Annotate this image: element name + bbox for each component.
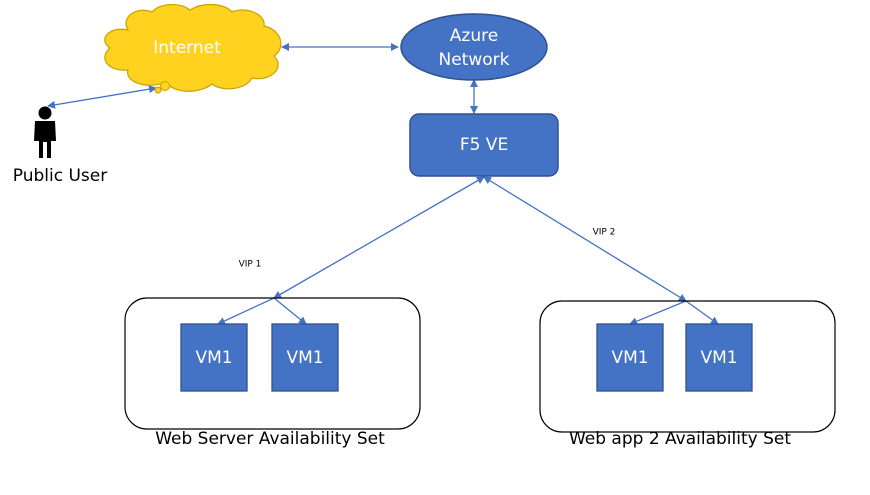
user-icon (34, 106, 56, 158)
internet-label: Internet (153, 38, 221, 58)
vip2-label: VIP 2 (593, 228, 616, 238)
edge-vip1-vm-a2 (273, 297, 307, 325)
vm-a2-label: VM1 (286, 348, 323, 368)
edge-f5-vip2 (483, 176, 687, 302)
azure-network-label-line2: Network (439, 50, 510, 70)
f5-ve-label: F5 VE (460, 135, 508, 155)
web-server-set-label: Web Server Availability Set (155, 429, 385, 449)
vm-b2 (685, 323, 753, 392)
vm-b2-label: VM1 (700, 348, 737, 368)
web-server-availability-set: VM1 VM1 (124, 297, 421, 430)
edge-vip1-vm-a1 (217, 297, 275, 325)
azure-network-label-line1: Azure (450, 26, 498, 46)
vm-b1 (596, 323, 664, 392)
web-app2-set-label: Web app 2 Availability Set (569, 429, 791, 449)
f5-ve-node: F5 VE (409, 113, 559, 177)
vm-a1 (180, 323, 248, 392)
internet-cloud: Internet (104, 3, 282, 94)
vm-b1-label: VM1 (611, 348, 648, 368)
edge-vip2-vm-b1 (629, 300, 687, 326)
vm-a1-label: VM1 (195, 348, 232, 368)
vip1-label: VIP 1 (239, 260, 262, 270)
vm-a2 (271, 323, 339, 392)
edge-f5-vip1 (273, 176, 485, 299)
web-app2-availability-set: VM1 VM1 (539, 300, 836, 433)
edge-user-internet (47, 85, 157, 109)
edge-vip2-vm-b2 (685, 300, 719, 325)
azure-network-node: Azure Network (400, 13, 548, 81)
public-user-label: Public User (13, 166, 107, 186)
